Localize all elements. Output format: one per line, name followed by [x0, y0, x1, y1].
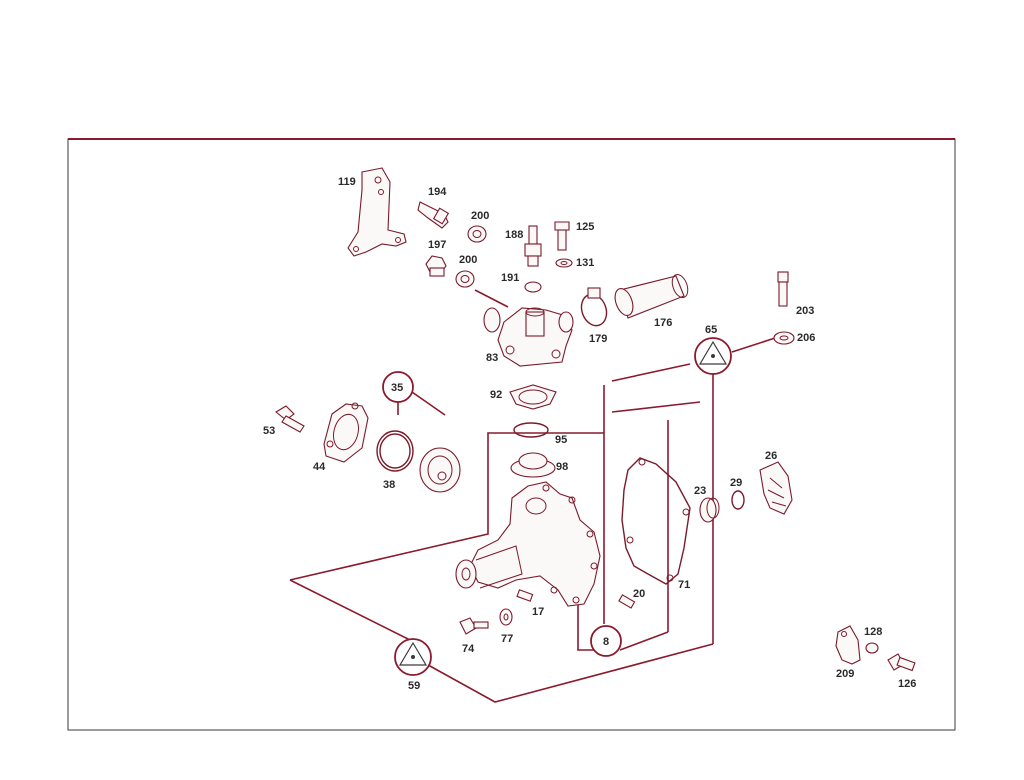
pin-part: [516, 589, 534, 602]
impeller-part: [419, 447, 461, 493]
callout-74: 74: [462, 643, 475, 655]
callout-131: 131: [576, 257, 594, 269]
dowel-pin-part: [618, 594, 636, 609]
hose-clamp-part: [580, 287, 608, 327]
callout-179: 179: [589, 333, 607, 345]
water-pump-part: [455, 481, 601, 607]
screw-part: [554, 221, 570, 251]
callout-59: 59: [408, 680, 420, 692]
callout-203: 203: [796, 305, 814, 317]
callout-194: 194: [428, 186, 447, 198]
washer-part: [455, 270, 475, 288]
callout-126: 126: [898, 678, 916, 690]
callout-83: 83: [486, 352, 498, 364]
callout-209: 209: [836, 668, 854, 680]
callout-197: 197: [428, 239, 446, 251]
reference-symbol-65: [694, 337, 732, 375]
callout-23: 23: [694, 485, 706, 497]
washer-part: [865, 642, 879, 654]
clip-part: [835, 625, 861, 665]
washer-part: [773, 331, 795, 345]
callout-labels: 119 194 200 188 125 197 200 191 131 176 …: [263, 176, 916, 692]
ring-part: [731, 490, 745, 510]
bolt-part: [887, 653, 916, 672]
callout-71: 71: [678, 579, 690, 591]
callout-44: 44: [313, 461, 326, 473]
shaft-seal-part: [699, 497, 720, 523]
callout-38: 38: [383, 479, 395, 491]
callout-92: 92: [490, 389, 502, 401]
cover-part: [323, 402, 369, 463]
temperature-sensor-part: [417, 201, 450, 229]
reference-symbol-8: [590, 625, 622, 657]
sensor-part: [524, 225, 542, 267]
callout-29: 29: [730, 477, 742, 489]
bolt-part: [275, 405, 305, 433]
reference-symbol-59: [394, 638, 432, 676]
callout-176: 176: [654, 317, 672, 329]
callout-200: 200: [471, 210, 489, 222]
seal-ring-part: [376, 430, 414, 472]
o-ring-part: [513, 422, 549, 438]
callout-98: 98: [556, 461, 568, 473]
plug-part: [425, 255, 447, 277]
thermostat-part: [510, 452, 556, 478]
seal-part: [524, 281, 542, 293]
callout-35: 35: [391, 382, 403, 394]
thermostat-housing-part: [483, 307, 574, 367]
callout-26: 26: [765, 450, 777, 462]
callout-77: 77: [501, 633, 513, 645]
callout-188: 188: [505, 229, 523, 241]
callout-128: 128: [864, 626, 882, 638]
callout-206: 206: [797, 332, 815, 344]
washer-part: [555, 258, 573, 268]
callout-53: 53: [263, 425, 275, 437]
callout-125: 125: [576, 221, 594, 233]
bolt-part: [777, 271, 789, 307]
callout-20: 20: [633, 588, 645, 600]
reference-symbol-35: [382, 371, 414, 403]
gasket-part: [509, 384, 557, 410]
callout-95: 95: [555, 434, 567, 446]
washer-part: [467, 225, 487, 243]
callout-65: 65: [705, 324, 717, 336]
hose-part: [614, 273, 689, 319]
callout-17: 17: [532, 606, 544, 618]
bolt-part: [459, 617, 489, 635]
bracket-part: [347, 167, 407, 257]
pump-impeller-part: [759, 461, 793, 515]
washer-part: [499, 608, 513, 626]
callout-119: 119: [338, 176, 356, 188]
callout-200: 200: [459, 254, 477, 266]
pump-gasket-part: [621, 457, 691, 585]
callout-8: 8: [603, 636, 609, 648]
callout-191: 191: [501, 272, 519, 284]
